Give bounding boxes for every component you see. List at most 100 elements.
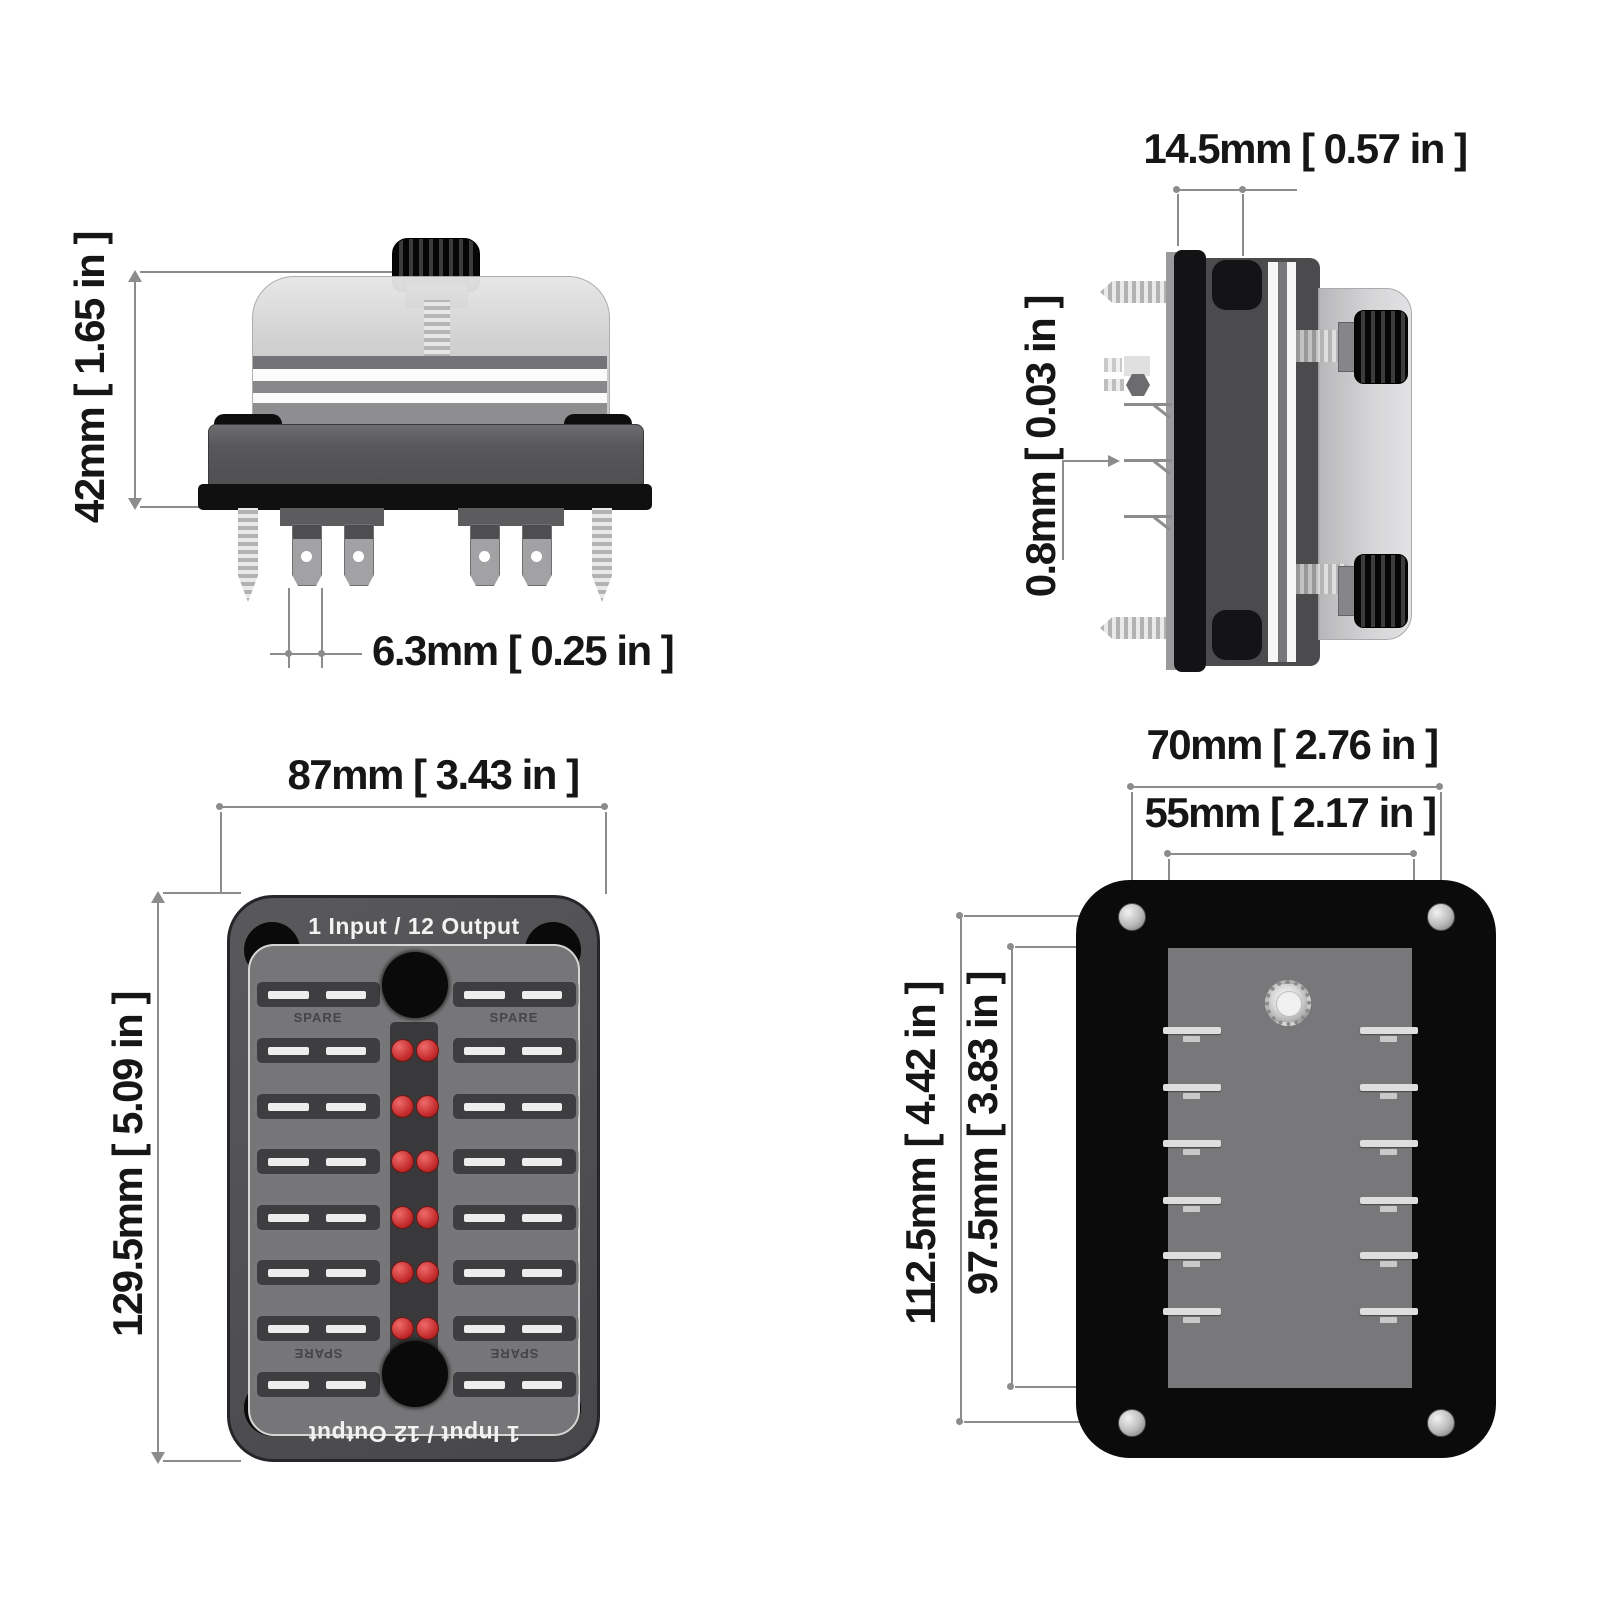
dim-dot	[1173, 186, 1180, 193]
dim-front-height-label: 129.5mm [ 5.09 in ]	[104, 992, 151, 1338]
dim-dot	[1007, 1383, 1014, 1390]
led-indicator-pair	[390, 1094, 439, 1118]
cover-stripe-white	[1268, 262, 1278, 662]
blade-edge-line	[1124, 403, 1172, 406]
dim-height-label: 42mm [ 1.65 in ]	[66, 232, 113, 524]
spare-label: SPARE	[489, 1010, 539, 1025]
mounting-screw	[238, 508, 258, 602]
terminal-mark	[1360, 1197, 1418, 1215]
spare-label: SPARE	[293, 1346, 343, 1361]
blade-terminal	[522, 524, 552, 586]
panel-title-bottom: 1 Input / 12 Output	[308, 1421, 520, 1447]
terminal-mark	[1360, 1140, 1418, 1158]
spare-label: SPARE	[293, 1010, 343, 1025]
dim-mount-height-line	[960, 916, 962, 1422]
arrow-up-icon	[128, 270, 142, 282]
fuse-slot	[453, 1094, 576, 1119]
cover-stripe-white	[253, 393, 607, 403]
cover-knob-bottom	[382, 1341, 448, 1407]
led-indicator-pair	[390, 1260, 439, 1284]
fuse-slot	[257, 1205, 380, 1230]
extension-line	[163, 1460, 241, 1462]
dim-dot	[1127, 783, 1134, 790]
grommet-center	[1276, 991, 1302, 1017]
extension-line	[1242, 194, 1244, 256]
corner-bolt	[1212, 260, 1262, 310]
dim-dot	[1007, 943, 1014, 950]
fuse-slot	[453, 1205, 576, 1230]
blade-edge-line	[1124, 515, 1172, 518]
corner-screw	[1427, 1409, 1455, 1437]
dim-dot	[318, 650, 325, 657]
fuse-slot	[257, 982, 380, 1007]
corner-bolt	[1212, 610, 1262, 660]
blade-terminal	[470, 524, 500, 586]
terminal-mark	[1163, 1252, 1221, 1270]
extension-line	[605, 812, 607, 894]
fuse-slot	[453, 1149, 576, 1174]
dim-inner-width-label: 55mm [ 2.17 in ]	[1144, 789, 1437, 836]
base-body	[208, 424, 644, 488]
blade-terminal	[344, 524, 374, 586]
extension-line	[140, 506, 202, 508]
cover-stripe-white	[1287, 262, 1296, 662]
extension-line	[321, 588, 323, 668]
dim-inner-height-label: 97.5mm [ 3.83 in ]	[959, 972, 1006, 1296]
nut-ghost	[1124, 356, 1150, 376]
arrow-up-icon	[151, 891, 165, 903]
cover-stripe-gray	[253, 356, 607, 369]
fuse-slot	[257, 1372, 380, 1397]
terminal-mark	[1360, 1252, 1418, 1270]
terminal-mark	[1163, 1197, 1221, 1215]
fuse-slot	[453, 1038, 576, 1063]
extension-line	[163, 892, 241, 894]
dim-dot	[956, 1418, 963, 1425]
dim-front-height-line	[157, 895, 159, 1461]
mounting-screw	[1100, 617, 1178, 639]
cover-lower-band	[253, 403, 607, 428]
extension-line	[288, 588, 290, 668]
dim-dot	[285, 650, 292, 657]
led-indicator-pair	[390, 1149, 439, 1173]
screw-thread-ghost	[424, 300, 450, 358]
dim-depth-line	[1177, 189, 1297, 191]
dim-mount-height-label: 112.5mm [ 4.42 in ]	[897, 982, 944, 1325]
terminal-mark	[1360, 1084, 1418, 1102]
extension-line	[220, 812, 222, 894]
blade-terminal	[292, 524, 322, 586]
extension-line	[1177, 194, 1179, 246]
dim-dot	[216, 803, 223, 810]
fuse-slot	[257, 1316, 380, 1341]
hex-nut	[1126, 374, 1150, 396]
corner-screw	[1118, 903, 1146, 931]
extension-line	[1131, 792, 1133, 910]
dim-blade-thickness-label: 0.8mm [ 0.03 in ]	[1017, 296, 1064, 598]
nut-thread-ghost	[1104, 379, 1124, 391]
dim-depth-label: 14.5mm [ 0.57 in ]	[1143, 125, 1468, 172]
fuse-slot	[257, 1094, 380, 1119]
terminal-mark	[1163, 1084, 1221, 1102]
dim-dot	[1436, 783, 1443, 790]
dim-inner-width-line	[1168, 853, 1414, 855]
mounting-plate	[1174, 250, 1206, 672]
fuse-slot	[453, 1316, 576, 1341]
dim-dot	[1410, 850, 1417, 857]
dim-dot	[1239, 186, 1246, 193]
fuse-slot	[453, 1372, 576, 1397]
cover-stripe-gray	[1278, 262, 1287, 662]
led-indicator-pair	[390, 1205, 439, 1229]
terminal-block	[280, 508, 384, 526]
arrow-right-icon	[1108, 455, 1120, 467]
cover-knob	[1354, 310, 1408, 384]
extension-line	[1440, 792, 1442, 910]
dim-dot	[601, 803, 608, 810]
nut-thread-ghost	[1104, 358, 1122, 372]
extension-line	[964, 1421, 1122, 1423]
dim-mount-width-label: 70mm [ 2.76 in ]	[1146, 721, 1439, 768]
terminal-mark	[1163, 1308, 1221, 1326]
dim-blade-width-label: 6.3mm [ 0.25 in ]	[372, 627, 675, 674]
fuse-slot	[257, 1038, 380, 1063]
dim-mount-width-line	[1131, 786, 1441, 788]
arrow-down-icon	[128, 498, 142, 510]
